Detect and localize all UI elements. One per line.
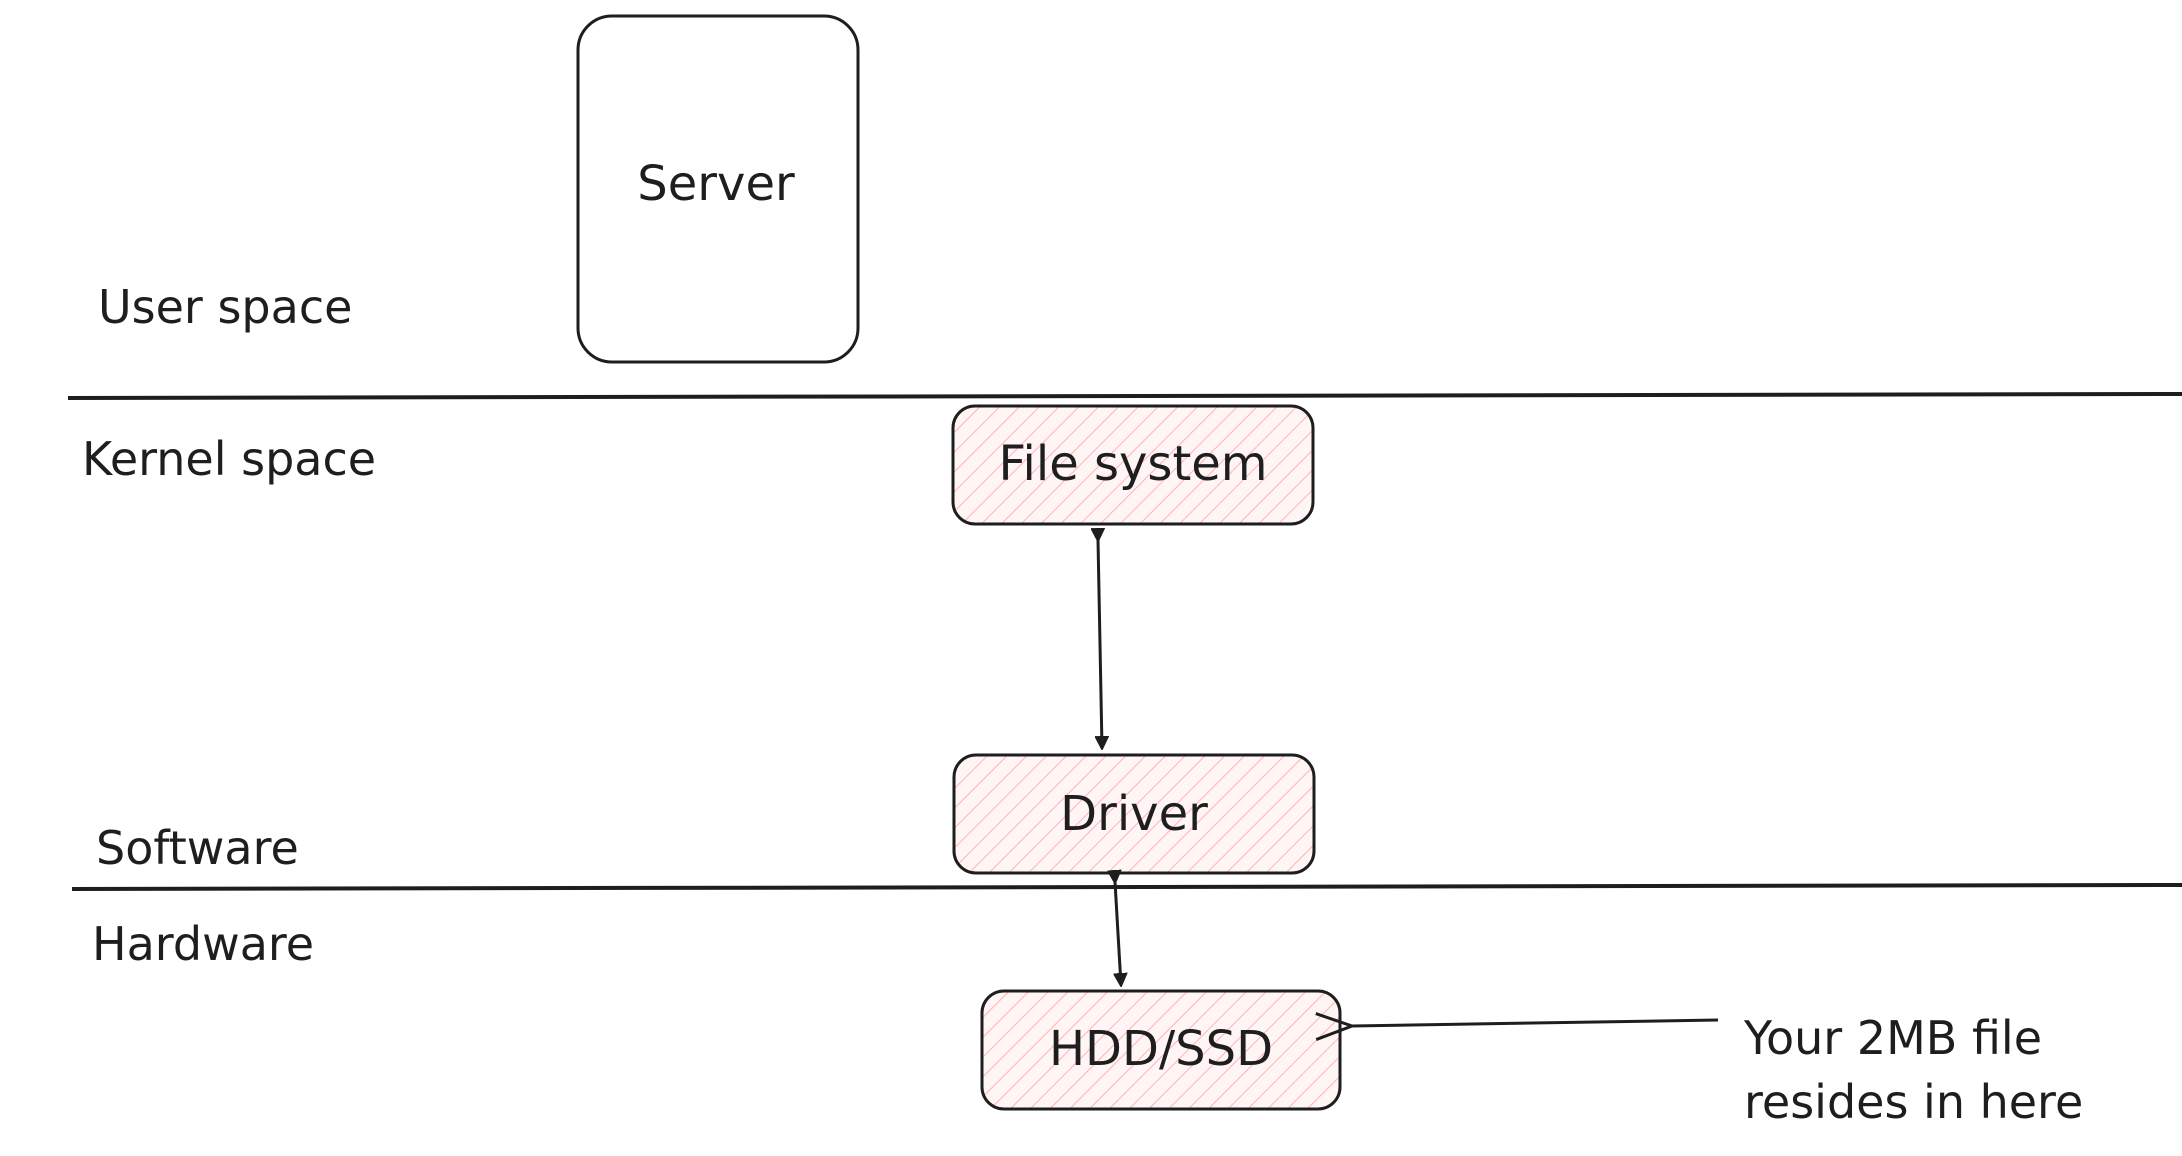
layer-label-hardware: Hardware	[92, 917, 314, 971]
file-system-box	[951, 404, 1315, 526]
layer-label-software: Software	[96, 821, 299, 875]
file-system-label: File system	[998, 436, 1267, 492]
user-kernel-divider	[67, 392, 2182, 400]
driver-label: Driver	[1060, 786, 1208, 842]
filesystem-driver-arrow	[1098, 540, 1102, 748]
software-hardware-divider	[71, 883, 2182, 891]
layer-label-kernel-space: Kernel space	[82, 432, 376, 486]
layer-label-user-space: User space	[98, 280, 352, 334]
note-pointer-arrow	[1352, 1020, 1719, 1026]
server-label: Server	[637, 156, 795, 212]
driver-box	[952, 753, 1316, 875]
note-line-1: Your 2MB file	[1743, 1011, 2042, 1065]
driver-node: Driver	[952, 753, 1316, 875]
server-box	[576, 14, 860, 364]
hdd-ssd-label: HDD/SSD	[1049, 1021, 1273, 1077]
hdd-ssd-node: HDD/SSD	[980, 989, 1342, 1111]
file-system-node: File system	[951, 404, 1315, 526]
hdd-ssd-box	[980, 989, 1342, 1111]
note-line-2: resides in here	[1744, 1075, 2083, 1129]
server-node: Server	[576, 14, 860, 364]
driver-hdd-arrow	[1115, 882, 1121, 985]
